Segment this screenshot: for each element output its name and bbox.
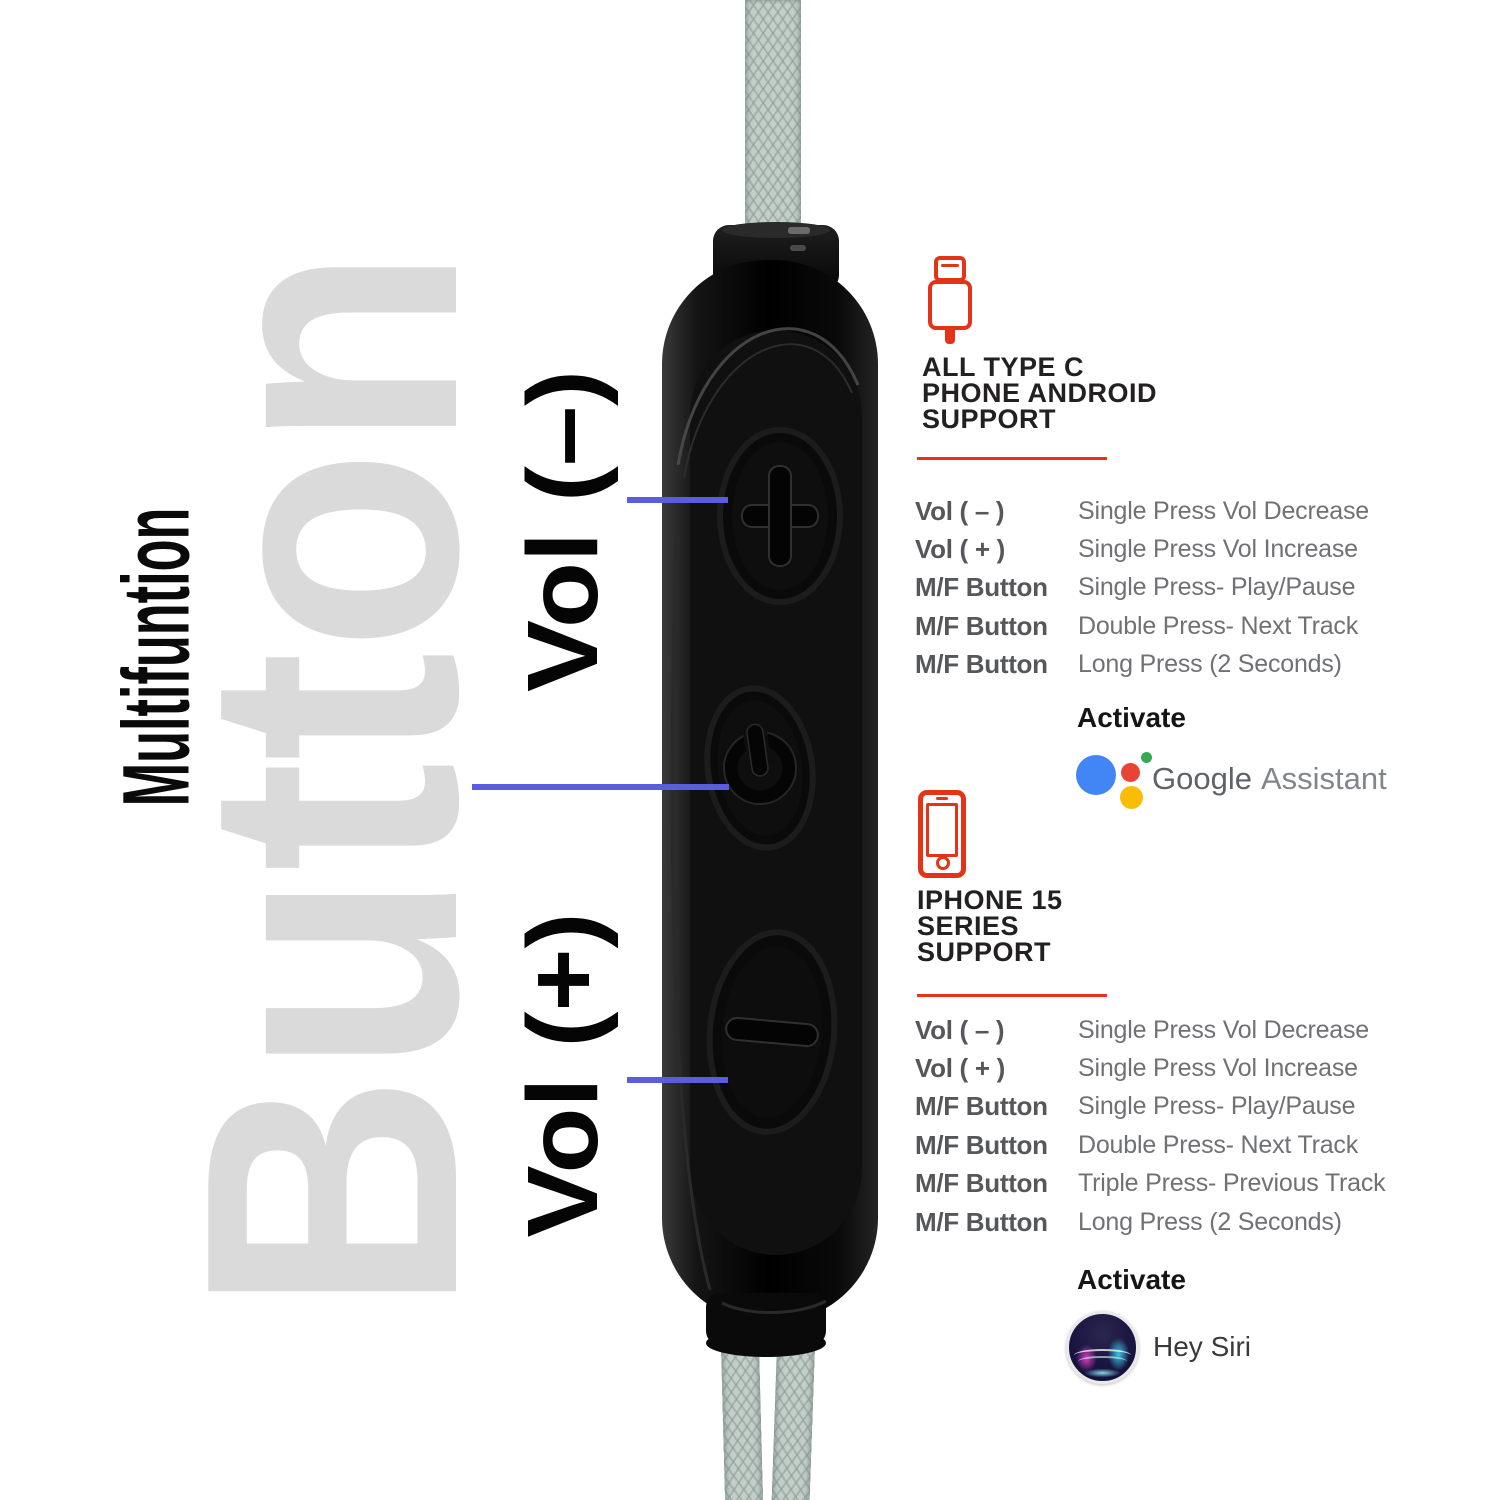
table-row: M/F Button Long Press (2 Seconds)	[915, 1203, 1385, 1241]
heading-line: SUPPORT	[922, 404, 1057, 434]
row-key: M/F Button	[915, 1129, 1048, 1160]
siri-logo	[1066, 1311, 1139, 1384]
google-dot-red-icon	[1121, 763, 1140, 782]
minus-button-icon	[725, 1016, 819, 1048]
google-brand-text: Google	[1152, 761, 1252, 796]
table-row: M/F Button Double Press- Next Track	[915, 1126, 1385, 1164]
row-key: Vol ( – )	[915, 1014, 1005, 1045]
row-value: Single Press Vol Decrease	[1078, 496, 1369, 525]
row-value: Single Press- Play/Pause	[1078, 573, 1356, 602]
google-dot-blue-icon	[1076, 755, 1116, 795]
row-value: Single Press Vol Increase	[1078, 1054, 1358, 1083]
vol-minus-pointer-line	[627, 497, 728, 503]
row-key: M/F Button	[915, 1168, 1048, 1199]
plus-button-icon	[741, 465, 819, 567]
table-row: Vol ( + ) Single Press Vol Increase	[915, 530, 1369, 568]
inline-remote	[662, 222, 878, 1357]
iphone-section-heading: IPHONE 15 SERIES SUPPORT	[917, 885, 1063, 967]
iphone-section-divider	[917, 994, 1107, 997]
android-section-heading: ALL TYPE C PHONE ANDROID SUPPORT	[922, 352, 1158, 434]
multifunction-label: Multifuntion	[103, 507, 210, 807]
row-value: Long Press (2 Seconds)	[1078, 1207, 1342, 1236]
android-activate-label: Activate	[1077, 702, 1186, 733]
heading-line: PHONE ANDROID	[922, 378, 1158, 408]
heading-line: SERIES	[917, 911, 1020, 941]
row-key: Vol ( – )	[915, 495, 1005, 526]
row-key: M/F Button	[915, 1206, 1048, 1237]
table-row: M/F Button Single Press- Play/Pause	[915, 1088, 1385, 1126]
vol-plus-pointer-line	[627, 1077, 728, 1083]
row-value: Triple Press- Previous Track	[1078, 1169, 1386, 1198]
android-function-table: Vol ( – ) Single Press Vol Decrease Vol …	[915, 492, 1369, 684]
power-button-icon	[723, 720, 797, 805]
hey-siri-label: Hey Siri	[1153, 1331, 1252, 1362]
heading-line: IPHONE 15	[917, 885, 1063, 915]
row-value: Single Press- Play/Pause	[1078, 1092, 1356, 1121]
table-row: M/F Button Single Press- Play/Pause	[915, 569, 1369, 607]
row-value: Single Press Vol Increase	[1078, 535, 1358, 564]
table-row: M/F Button Long Press (2 Seconds)	[915, 646, 1369, 684]
vol-minus-physical-button	[706, 929, 838, 1135]
row-key: Vol ( + )	[915, 534, 1005, 565]
row-value: Long Press (2 Seconds)	[1078, 650, 1342, 679]
vol-plus-label: Vol (+)	[507, 912, 619, 1238]
multifunction-pointer-line	[472, 784, 729, 790]
vol-plus-physical-button	[717, 427, 843, 605]
iphone-function-table: Vol ( – ) Single Press Vol Decrease Vol …	[915, 1011, 1386, 1241]
assistant-text: Assistant	[1260, 761, 1387, 796]
row-value: Double Press- Next Track	[1078, 1130, 1359, 1159]
table-row: Vol ( + ) Single Press Vol Increase	[915, 1049, 1385, 1087]
iphone-activate-label: Activate	[1077, 1264, 1186, 1295]
table-row: M/F Button Double Press- Next Track	[915, 607, 1369, 645]
vol-minus-label: Vol (–)	[507, 369, 619, 693]
row-key: M/F Button	[915, 1091, 1048, 1122]
row-key: M/F Button	[915, 572, 1048, 603]
row-key: M/F Button	[915, 649, 1048, 680]
row-value: Double Press- Next Track	[1078, 611, 1359, 640]
row-value: Single Press Vol Decrease	[1078, 1015, 1369, 1044]
row-key: Vol ( + )	[915, 1053, 1005, 1084]
multifunction-physical-button	[704, 685, 816, 851]
google-dot-yellow-icon	[1120, 786, 1143, 809]
table-row: M/F Button Triple Press- Previous Track	[915, 1165, 1386, 1203]
smartphone-icon	[918, 790, 966, 878]
table-row: Vol ( – ) Single Press Vol Decrease	[915, 492, 1369, 530]
table-row: Vol ( – ) Single Press Vol Decrease	[915, 1011, 1385, 1049]
heading-line: SUPPORT	[917, 937, 1052, 967]
heading-line: ALL TYPE C	[922, 352, 1085, 382]
cable-top	[745, 0, 801, 232]
google-dot-green-icon	[1141, 752, 1152, 763]
remote-bottom-collar	[706, 1293, 827, 1357]
android-section-divider	[917, 457, 1107, 460]
usb-type-c-icon	[928, 256, 972, 346]
row-key: M/F Button	[915, 610, 1048, 641]
